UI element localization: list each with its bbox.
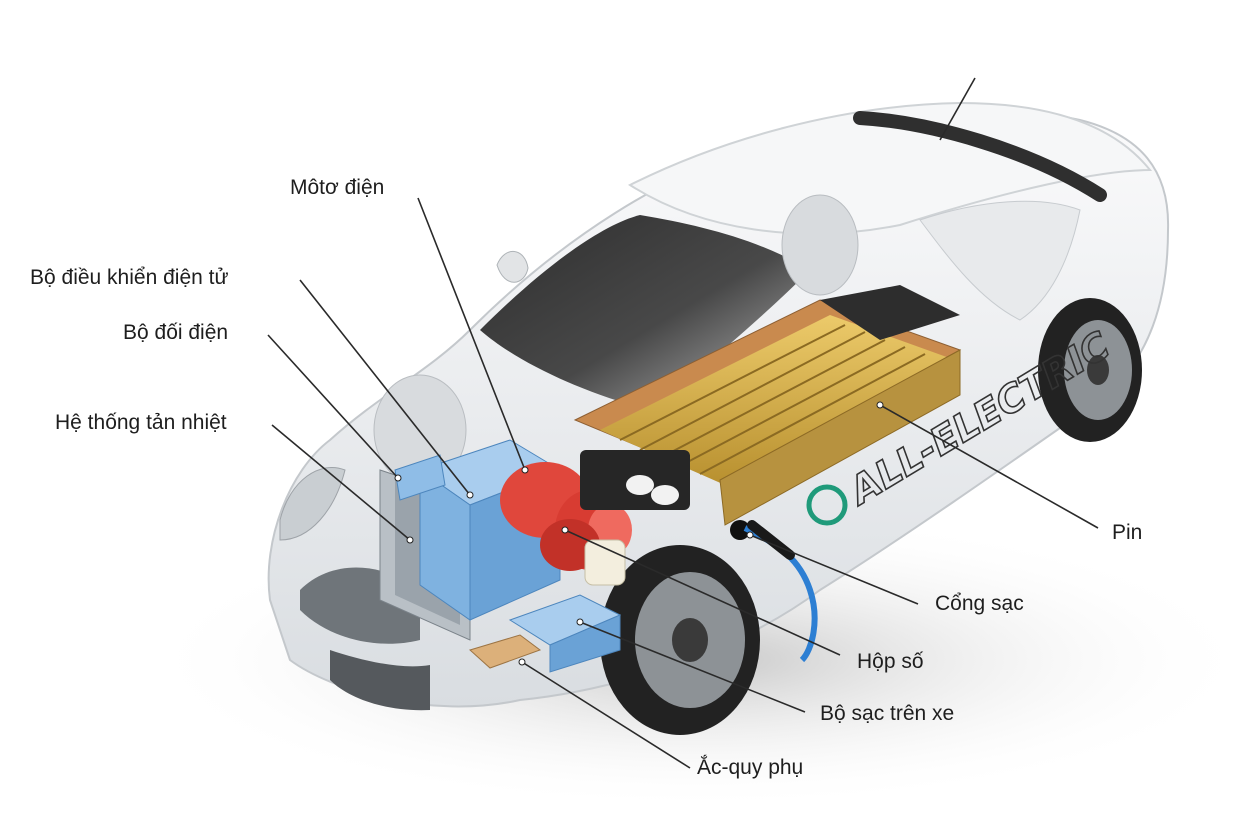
battery-pack <box>573 285 962 526</box>
aux-battery-block <box>469 634 542 669</box>
leader-aux-battery <box>521 661 691 769</box>
headlight <box>279 466 346 541</box>
leader-motor <box>417 197 526 471</box>
gearbox-block <box>540 519 626 586</box>
leader-battery <box>879 404 1099 529</box>
logo-ring <box>806 484 848 526</box>
lower-grille <box>330 650 430 711</box>
charge-port <box>730 520 750 540</box>
label-inverter: Bộ đối điện <box>123 321 229 344</box>
label-cooling: Hệ thống tản nhiệt <box>55 411 227 434</box>
leader-inverter <box>267 334 399 479</box>
inverter-block <box>418 439 562 621</box>
front-wheel <box>600 545 760 735</box>
leader-dots <box>394 401 884 666</box>
leader-cooling <box>271 424 411 541</box>
leader-onboard-charger <box>579 621 806 713</box>
leader-lines <box>267 77 1099 769</box>
controller-cover <box>394 454 446 501</box>
label-motor: Môtơ điện <box>290 176 385 199</box>
rear-left-wheel <box>781 194 859 296</box>
label-onboard-charger: Bộ sạc trên xe <box>820 702 955 725</box>
leader-roof <box>939 77 976 141</box>
label-aux-battery: Ắc-quy phụ <box>697 756 804 779</box>
label-battery: Pin <box>1112 521 1143 544</box>
label-controller: Bộ điều khiển điện tử <box>30 266 229 289</box>
leader-gearbox <box>564 529 841 656</box>
side-mirror <box>496 251 529 283</box>
rear-wheel <box>1038 298 1142 442</box>
windshield <box>480 215 810 410</box>
rear-window <box>919 200 1081 321</box>
antenna-strip <box>853 111 1107 202</box>
label-gearbox: Hộp số <box>857 650 924 673</box>
label-charge-port: Cổng sạc <box>935 592 1024 615</box>
leader-controller <box>299 279 471 496</box>
leader-charge-port <box>749 534 919 605</box>
